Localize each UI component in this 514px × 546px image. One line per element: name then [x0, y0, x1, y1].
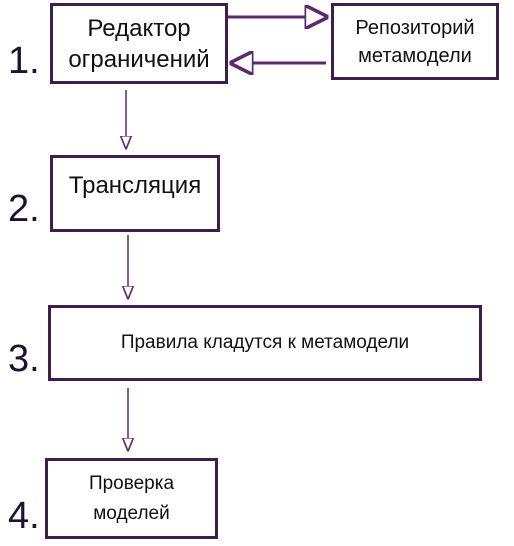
constraint-editor-label: Редактор ограничений: [68, 14, 210, 73]
step-number-1: 1.: [8, 40, 40, 82]
step-number-2: 2.: [8, 188, 40, 230]
rules-label: Правила кладутся к метамодели: [120, 332, 410, 353]
box-metamodel-repository: Репозиторий метамодели: [331, 3, 499, 80]
translation-label: Трансляция: [68, 172, 202, 199]
box-constraint-editor: Редактор ограничений: [50, 3, 228, 84]
model-checking-label: Проверка моделей: [88, 472, 175, 524]
box-rules-to-metamodel: Правила кладутся к метамодели: [48, 305, 482, 381]
repository-label: Репозиторий метамодели: [355, 16, 475, 67]
step-number-4: 4.: [8, 495, 40, 537]
box-translation: Трансляция: [50, 155, 220, 232]
step-number-3: 3.: [8, 338, 40, 380]
box-model-checking: Проверка моделей: [45, 458, 218, 539]
